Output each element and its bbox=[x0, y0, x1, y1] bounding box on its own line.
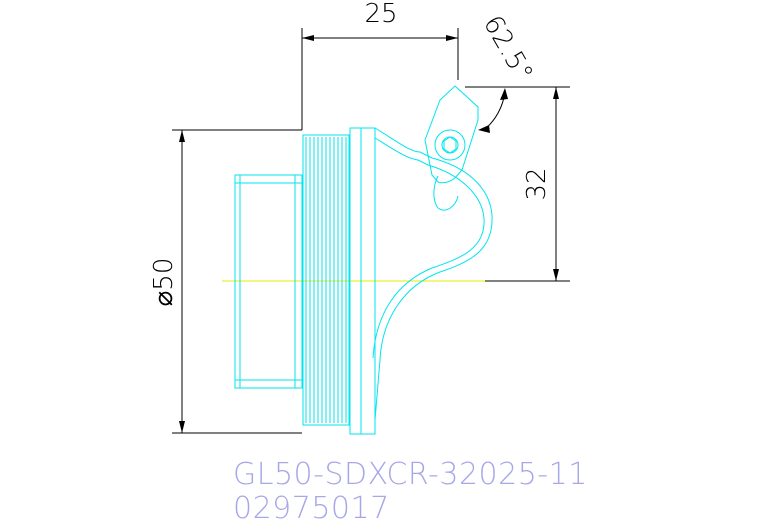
part-code: 02975017 bbox=[233, 491, 390, 523]
dimension-height: 32 bbox=[465, 86, 570, 282]
dimension-diameter: ⌀50 bbox=[149, 129, 302, 434]
cap-body bbox=[234, 85, 493, 435]
part-number: GL50-SDXCR-32025-11 bbox=[233, 457, 588, 492]
screw-head-icon bbox=[434, 129, 466, 161]
dimension-height-label: 32 bbox=[522, 167, 552, 200]
lever-handle bbox=[424, 85, 479, 184]
dimension-angle-label: 62.5° bbox=[477, 11, 538, 87]
thread-section bbox=[305, 137, 347, 423]
dimension-diameter-label: ⌀50 bbox=[149, 258, 179, 307]
dimension-width-label: 25 bbox=[364, 0, 397, 29]
dimension-width: 25 bbox=[301, 0, 459, 130]
dimension-angle: 62.5° bbox=[477, 11, 538, 133]
